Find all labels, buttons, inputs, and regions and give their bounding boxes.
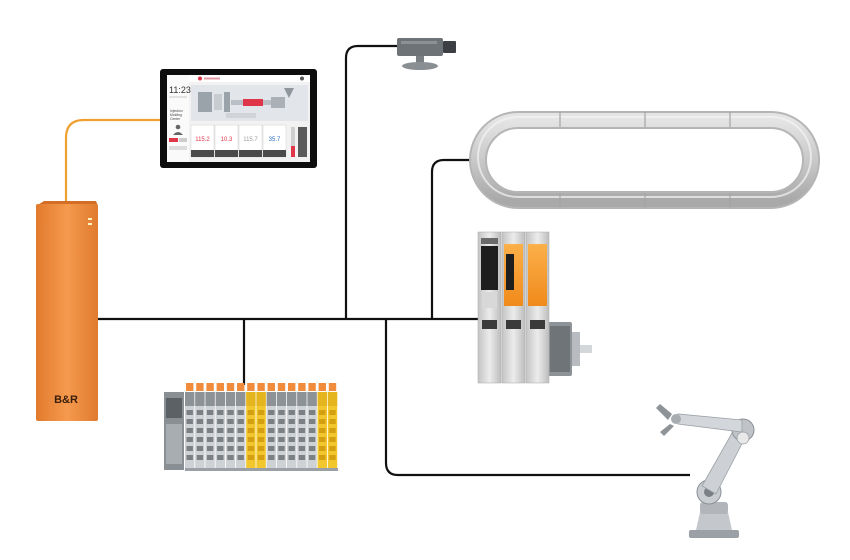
plc-controller[interactable]: B&R [36, 201, 98, 421]
hmi-logo-icon [198, 76, 202, 81]
hmi-panel[interactable]: 11:23 Injection Molding Center [160, 69, 317, 168]
hmi-user-icon [173, 124, 183, 135]
vision-camera[interactable] [397, 38, 456, 70]
hmi-tile-value-1: 115.2 [195, 137, 210, 143]
hmi-alarm-badge[interactable] [169, 138, 178, 142]
controller-brand-logo: B&R [54, 394, 78, 406]
network-cables [64, 44, 690, 477]
hmi-tile-value-2: 10.3 [221, 137, 233, 143]
hmi-tile-value-4: 35.7 [269, 137, 281, 143]
hmi-clock: 11:23 [169, 85, 191, 95]
io-system[interactable] [164, 383, 338, 471]
hopper-icon [284, 88, 294, 98]
robot-cable [384, 319, 690, 477]
hmi-cable [64, 118, 162, 204]
track-cable [430, 158, 476, 319]
transport-track-system[interactable] [469, 111, 820, 209]
status-led-icon [88, 218, 92, 220]
hmi-menu-line-3: Center [170, 117, 181, 121]
hmi-value-tiles: 115.2 10.3 115.7 35.7 [190, 124, 287, 158]
camera-cable [344, 44, 398, 319]
hmi-tile-value-3: 115.7 [243, 137, 258, 143]
camera-lens-icon [443, 41, 456, 53]
status-led-icon [88, 223, 92, 225]
hmi-menu-line-1: Injection [170, 109, 183, 113]
servo-drive-system[interactable] [477, 231, 592, 384]
hmi-level-bar [291, 127, 295, 157]
gear-icon[interactable] [300, 76, 304, 81]
hmi-menu-line-2: Molding [170, 113, 182, 117]
robot-gripper-icon [656, 404, 672, 420]
industrial-robot[interactable] [656, 404, 755, 538]
